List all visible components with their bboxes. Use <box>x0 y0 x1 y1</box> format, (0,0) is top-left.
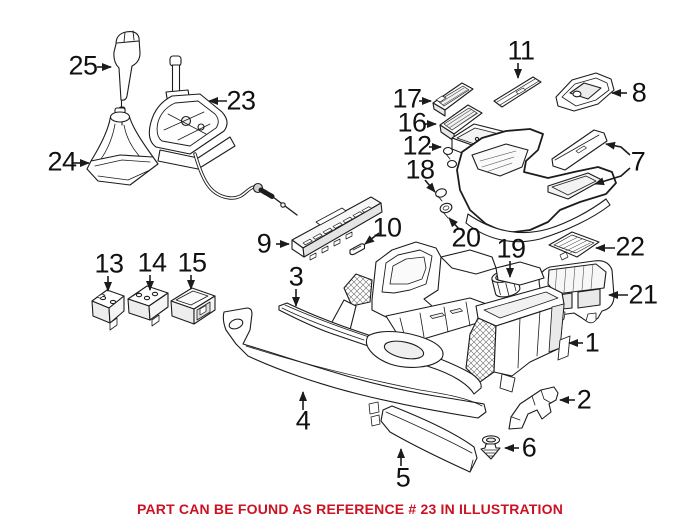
part-label-4: 4 <box>295 405 311 436</box>
part-label-10: 10 <box>372 212 402 243</box>
part-label-22: 22 <box>615 231 645 262</box>
leader-arrows <box>73 63 631 466</box>
part-1-console-carrier-drawing <box>331 241 571 393</box>
part-label-7: 7 <box>630 146 646 177</box>
part-7-upper-trim-drawing <box>551 129 608 171</box>
part-20-clip-drawing <box>439 202 453 219</box>
part-label-17: 17 <box>392 83 422 114</box>
part-label-6: 6 <box>521 432 537 463</box>
part-label-12: 12 <box>402 130 432 161</box>
part-17-switch-panel-drawing <box>432 82 474 117</box>
part-4-side-panel-drawing <box>222 307 487 427</box>
part-label-23: 23 <box>226 85 256 116</box>
part-8-trim-drawing <box>555 72 615 112</box>
part-22-insert-drawing <box>548 231 600 261</box>
part-24-shift-boot-drawing <box>86 107 159 186</box>
part-3-trim-strip-drawing <box>278 302 482 395</box>
part-label-2: 2 <box>576 384 592 415</box>
part-label-13: 13 <box>94 248 124 279</box>
part-label-8: 8 <box>631 77 647 108</box>
caption: PART CAN BE FOUND AS REFERENCE # 23 IN I… <box>136 501 564 517</box>
part-label-25: 25 <box>68 50 98 81</box>
part-25-shift-knob-drawing <box>113 30 141 126</box>
part-5-trim-strip-drawing <box>380 405 478 473</box>
part-label-5: 5 <box>395 462 411 493</box>
part-label-14: 14 <box>137 247 167 278</box>
part-label-3: 3 <box>288 261 304 292</box>
part-label-15: 15 <box>177 247 207 278</box>
part-14-switch-drawing <box>127 285 169 327</box>
part-label-20: 20 <box>451 222 481 253</box>
part-15-switch-drawing <box>170 287 216 325</box>
console-top-trim-drawing <box>456 128 617 243</box>
part-label-11: 11 <box>507 35 535 66</box>
part-label-19: 19 <box>496 233 526 264</box>
part-label-16: 16 <box>397 107 427 138</box>
part-label-24: 24 <box>47 146 77 177</box>
part-6-rivet-drawing <box>480 435 501 460</box>
part-label-1: 1 <box>584 327 600 358</box>
part-23-shifter-assembly-drawing <box>148 55 298 216</box>
part-16-switch-panel-drawing <box>439 104 483 142</box>
part-label-21: 21 <box>628 279 658 310</box>
part-label-9: 9 <box>256 228 272 259</box>
part-18-clip-drawing <box>435 188 447 202</box>
part-label-18: 18 <box>405 154 435 185</box>
part-2-bracket-drawing <box>508 386 559 430</box>
part-11-trim-strip-drawing <box>493 76 542 108</box>
part-9-switch-strip-drawing <box>291 196 383 261</box>
part-13-switch-drawing <box>91 289 125 331</box>
part-10-clip-drawing <box>349 243 366 256</box>
